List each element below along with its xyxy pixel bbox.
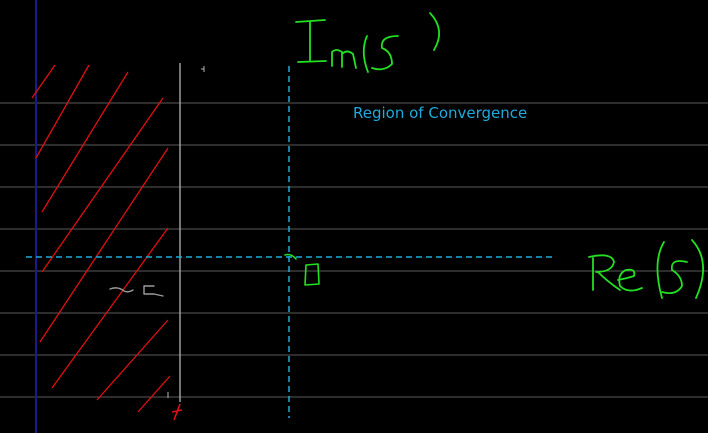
open-paren xyxy=(656,241,665,299)
close-paren xyxy=(691,239,705,299)
alpha-glyph xyxy=(143,285,164,297)
hatch-line xyxy=(39,147,169,343)
hatch-line xyxy=(96,319,169,401)
hatch-line xyxy=(35,64,90,159)
hatch-line xyxy=(41,97,164,273)
close-paren xyxy=(429,12,440,51)
boundary-top-mark xyxy=(201,66,205,72)
letter-m xyxy=(331,49,357,69)
minus-stroke xyxy=(109,287,134,293)
hatch-line xyxy=(51,227,169,389)
letter-I xyxy=(295,19,327,63)
open-paren xyxy=(362,35,369,73)
hatch-line xyxy=(137,375,171,413)
letter-e xyxy=(617,268,643,292)
origin-tick xyxy=(284,253,297,260)
hatched-region xyxy=(31,64,183,421)
ruled-lines xyxy=(0,102,708,398)
hatch-mark xyxy=(171,403,183,421)
imag-axis-label-handwritten xyxy=(295,12,440,73)
letter-s xyxy=(661,260,688,295)
real-axis-label-handwritten xyxy=(588,239,705,299)
region-of-convergence-label: Region of Convergence xyxy=(353,104,528,122)
letter-R xyxy=(588,254,621,291)
origin-label-handwritten xyxy=(284,253,320,286)
letter-s xyxy=(371,35,399,71)
boundary-label-handwritten xyxy=(109,285,164,297)
hatch-line xyxy=(41,71,129,213)
zero-glyph xyxy=(304,263,320,286)
hatch-line xyxy=(31,64,56,99)
